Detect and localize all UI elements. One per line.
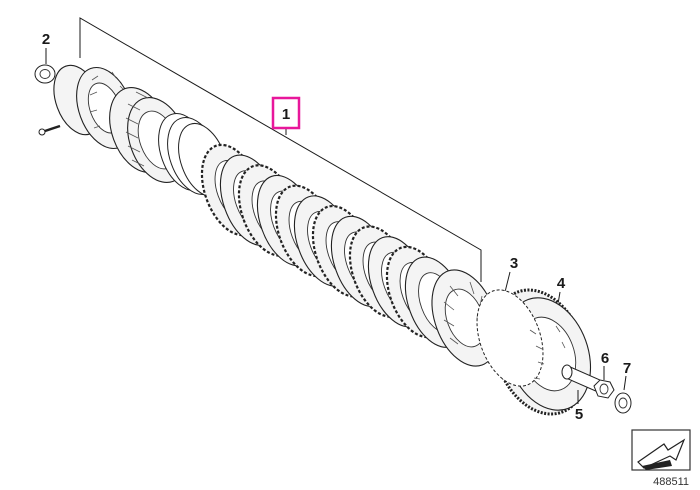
callout-label-1: 1	[282, 106, 290, 123]
callout-label-3[interactable]: 3	[510, 255, 518, 272]
callout-1[interactable]: 1	[271, 96, 301, 130]
part-6-nut	[593, 366, 615, 399]
part-4-clutch-basket	[476, 288, 592, 416]
part-7-washer	[614, 375, 632, 414]
screw	[38, 124, 61, 136]
callout-label-6[interactable]: 6	[601, 350, 609, 367]
callout-label-5[interactable]: 5	[575, 406, 583, 423]
reference-number: 488511	[653, 476, 689, 488]
part-2-bearing	[34, 48, 56, 84]
callout-label-4[interactable]: 4	[557, 275, 566, 292]
callout-label-2[interactable]: 2	[42, 31, 50, 48]
clutch-plate-stack	[200, 143, 467, 348]
callout-label-7[interactable]: 7	[623, 360, 631, 377]
direction-arrow-icon[interactable]	[631, 429, 691, 471]
